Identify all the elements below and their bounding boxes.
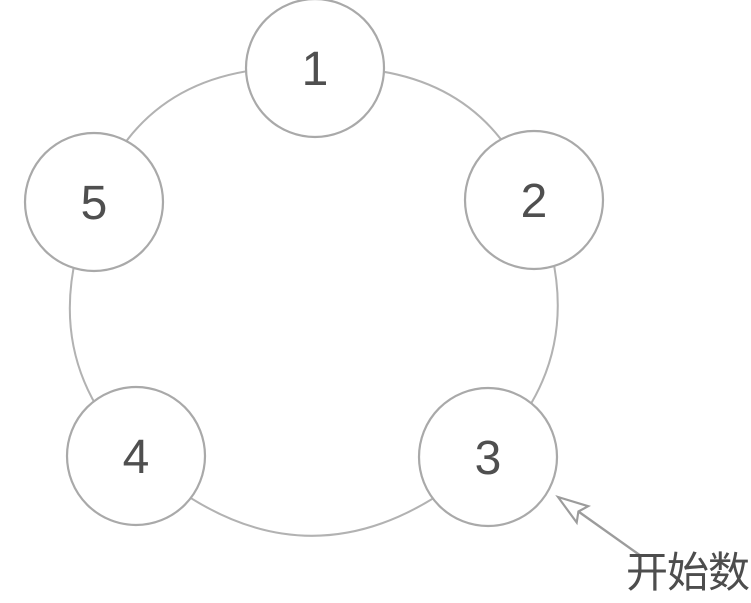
node-circle: [23, 131, 165, 273]
annotation-label: 开始数: [626, 549, 750, 596]
node-circle: [65, 385, 207, 527]
ring-node-1: 1: [244, 0, 386, 139]
start-arrow-head-icon: [555, 495, 591, 526]
node-circle: [244, 0, 386, 139]
node-label: 4: [123, 431, 150, 484]
node-label: 3: [475, 432, 502, 485]
ring-node-2: 2: [463, 129, 605, 271]
node-label: 1: [302, 43, 329, 96]
node-label: 2: [521, 175, 548, 228]
node-circle: [417, 386, 559, 528]
node-circle: [463, 129, 605, 271]
start-arrow: [555, 495, 642, 557]
ring-node-3: 3: [417, 386, 559, 528]
node-label: 5: [81, 177, 108, 230]
ring-node-4: 4: [65, 385, 207, 527]
start-arrow-shaft: [577, 510, 642, 557]
ring-node-5: 5: [23, 131, 165, 273]
